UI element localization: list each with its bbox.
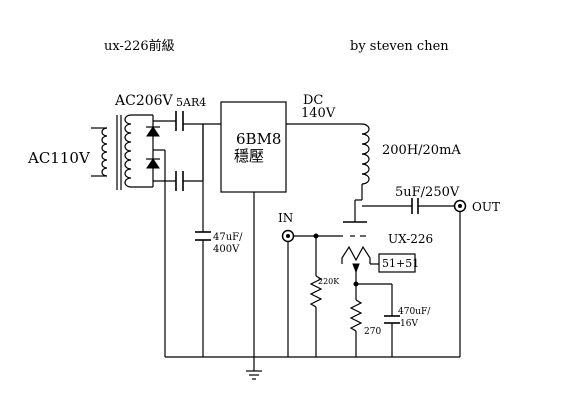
ground-symbol bbox=[246, 370, 262, 380]
choke-label: 200H/20mA bbox=[382, 143, 461, 158]
grid-resistor-label: 220K bbox=[318, 277, 340, 286]
output-label: OUT bbox=[472, 200, 500, 214]
dc-label: DC bbox=[303, 93, 323, 108]
choke-inductor bbox=[361, 123, 370, 185]
triode-tube bbox=[316, 221, 371, 284]
filament-resistor-label: 51+51 bbox=[382, 257, 419, 270]
dc-voltage-label: 140V bbox=[301, 106, 336, 121]
filter-capacitor bbox=[195, 124, 211, 357]
output-terminal bbox=[453, 199, 467, 213]
output-cap-label: 5uF/250V bbox=[395, 185, 460, 200]
author-credit: by steven chen bbox=[350, 39, 449, 54]
filter-cap-label: 47uF/ bbox=[213, 232, 243, 243]
filter-cap-voltage-label: 400V bbox=[213, 244, 240, 255]
rectifier-label: 5AR4 bbox=[176, 96, 206, 109]
output-capacitor bbox=[362, 198, 455, 214]
rectifier-tube bbox=[153, 111, 204, 191]
cathode-cap-label: 470uF/ bbox=[398, 307, 431, 317]
rectifier-diodes bbox=[146, 115, 166, 357]
regulator-sublabel: 穩壓 bbox=[234, 147, 264, 165]
input-terminal bbox=[281, 229, 295, 243]
schematic-title: ux-226前級 bbox=[104, 38, 175, 54]
filament-resistor bbox=[378, 253, 416, 273]
input-label: IN bbox=[278, 211, 293, 225]
cathode-resistor-label: 270 bbox=[364, 327, 381, 337]
cathode-resistor bbox=[349, 284, 363, 357]
cathode-cap-voltage-label: 16V bbox=[400, 319, 418, 329]
grid-resistor bbox=[309, 236, 323, 357]
ac-input-label: AC110V bbox=[27, 149, 91, 167]
tube-label: UX-226 bbox=[388, 232, 433, 246]
ac-secondary-label: AC206V bbox=[114, 93, 174, 109]
regulator-label: 6BM8 bbox=[236, 130, 281, 148]
cathode-bypass-capacitor bbox=[384, 284, 400, 357]
power-transformer bbox=[91, 114, 153, 190]
